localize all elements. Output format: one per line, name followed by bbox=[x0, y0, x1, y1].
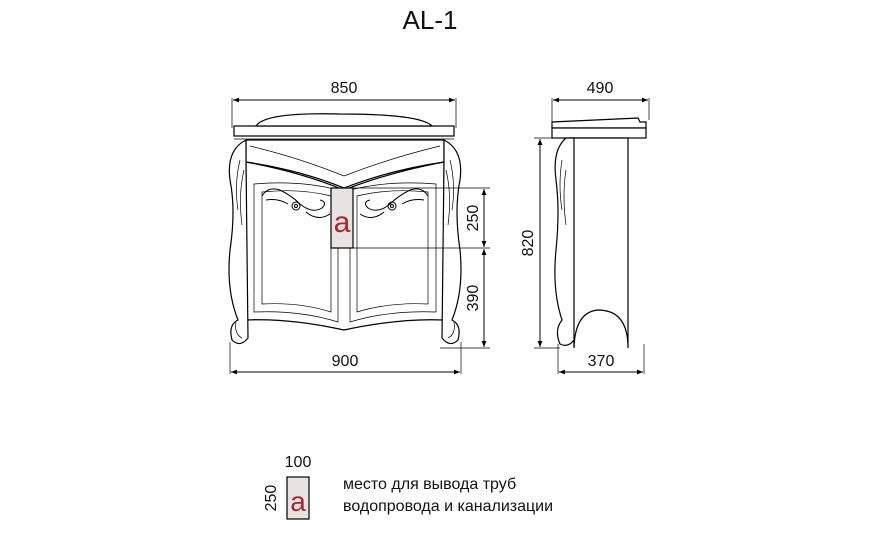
pipe-zone-letter: a bbox=[334, 206, 351, 239]
pipe-zone-marker: a bbox=[330, 187, 354, 249]
right-leg bbox=[441, 139, 462, 345]
total-height-label: 820 bbox=[520, 230, 537, 257]
legend-width-label: 100 bbox=[285, 454, 312, 471]
drawing-title: AL-1 bbox=[403, 5, 458, 35]
legend: 100 a 250 место для вывода труб водопров… bbox=[263, 454, 553, 520]
bottom-depth-label: 370 bbox=[588, 353, 615, 370]
dim-top-depth: 490 bbox=[551, 80, 650, 128]
dim-zone: 250 390 bbox=[353, 187, 490, 349]
dim-bottom-depth: 370 bbox=[557, 344, 645, 375]
top-depth-label: 490 bbox=[587, 80, 614, 97]
legend-text-line2: водопровода и канализации bbox=[343, 498, 553, 515]
left-leg bbox=[228, 139, 249, 345]
side-view: 490 820 370 bbox=[520, 80, 650, 375]
bottom-width-label: 900 bbox=[332, 353, 359, 370]
right-ornament bbox=[359, 188, 429, 218]
dim-top-width: 850 bbox=[231, 80, 457, 128]
legend-marker-box bbox=[286, 476, 310, 520]
front-view: 850 bbox=[228, 80, 490, 375]
side-body bbox=[554, 137, 629, 349]
legend-text-line1: место для вывода труб bbox=[343, 476, 516, 493]
zone-offset-label: 390 bbox=[465, 285, 482, 312]
dim-bottom-width: 900 bbox=[229, 342, 462, 375]
legend-height-label: 250 bbox=[263, 485, 280, 512]
countertop bbox=[233, 113, 455, 140]
legend-marker-letter: a bbox=[290, 486, 306, 517]
top-width-label: 850 bbox=[331, 80, 358, 97]
side-countertop bbox=[551, 117, 647, 139]
dim-total-height: 820 bbox=[520, 137, 560, 349]
zone-height-label: 250 bbox=[465, 205, 482, 232]
left-ornament bbox=[261, 188, 331, 218]
